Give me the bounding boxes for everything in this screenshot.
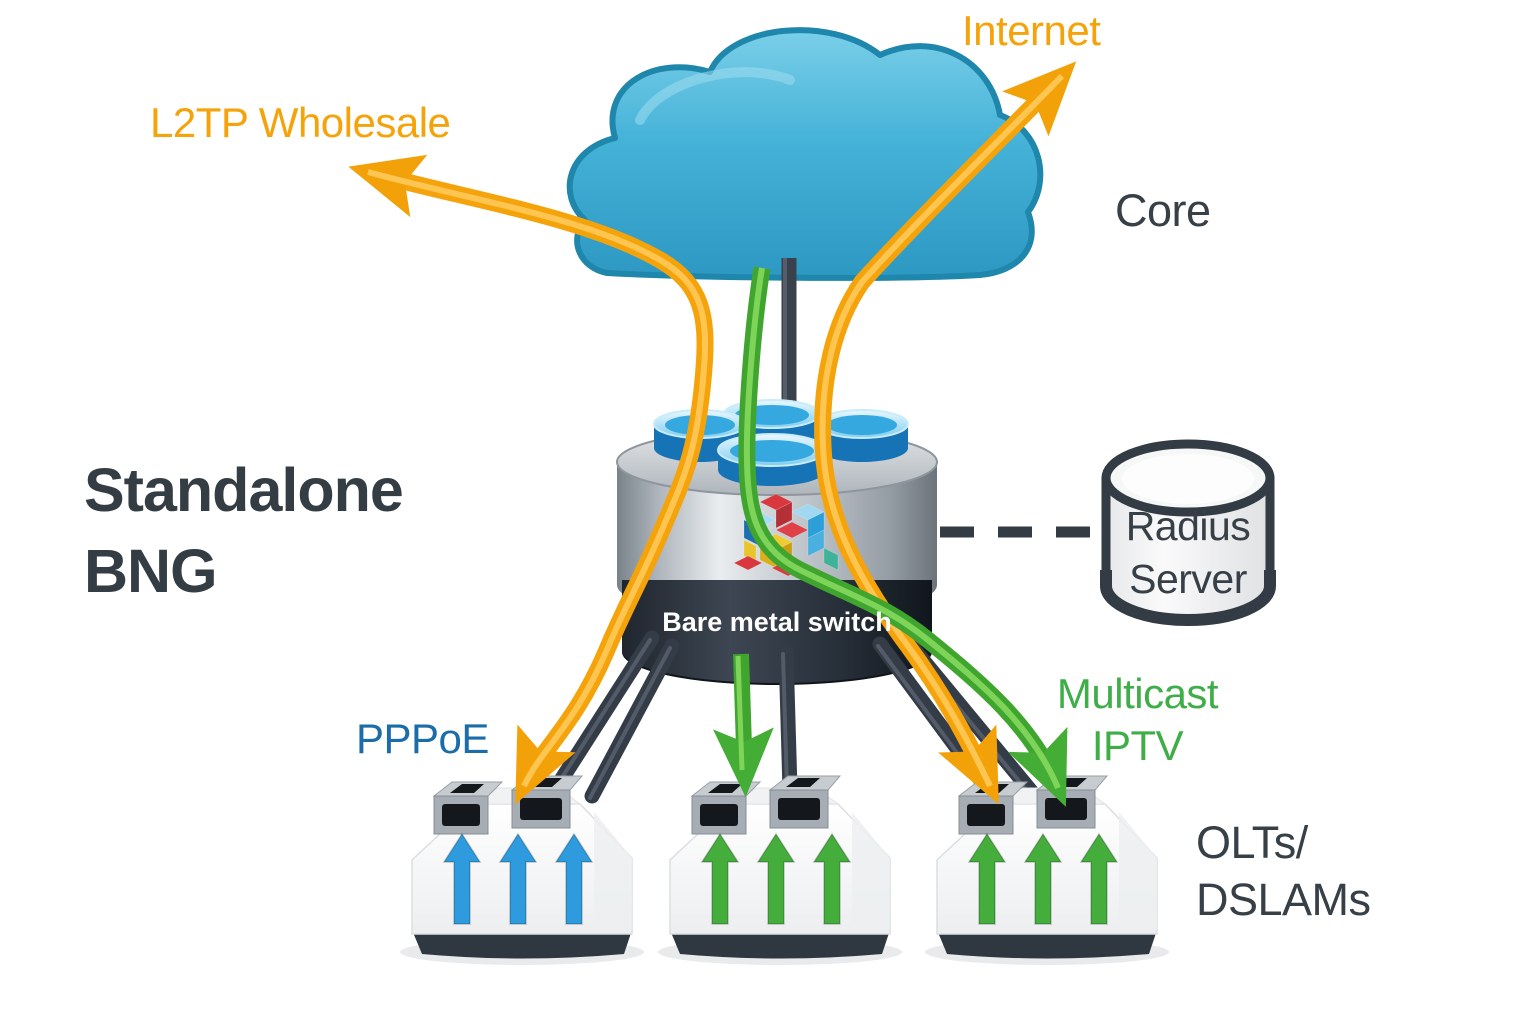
multicast-iptv-cable xyxy=(738,266,1068,807)
l2tp-wholesale-cable xyxy=(348,154,714,805)
diagram-title: Standalone BNG xyxy=(84,450,404,612)
access-node-box-middle xyxy=(657,775,903,966)
multicast-iptv-label-line1: Multicast xyxy=(1056,670,1219,717)
radius-server-cylinder-icon xyxy=(1100,439,1276,626)
radius-server-label-line1: Radius xyxy=(1125,503,1251,549)
olts-dslams-label-line2: DSLAMs xyxy=(1196,874,1371,925)
l2tp-wholesale-label: L2TP Wholesale xyxy=(150,99,451,146)
multicast-iptv-label-line2: IPTV xyxy=(1091,722,1184,769)
diagram-title-line2: BNG xyxy=(84,537,218,605)
core-label: Core xyxy=(1115,185,1211,236)
multicast-iptv-arrow-middle xyxy=(713,653,774,798)
pppoe-label: PPPoE xyxy=(356,715,489,762)
internet-label: Internet xyxy=(962,7,1101,54)
radius-server-label: Radius Server xyxy=(1106,500,1270,606)
olts-dslams-label: OLTs/ DSLAMs xyxy=(1196,814,1371,928)
internet-cable xyxy=(814,61,1077,805)
radius-server-label-line2: Server xyxy=(1129,556,1247,602)
olts-dslams-label-line1: OLTs/ xyxy=(1196,817,1308,868)
bare-metal-switch-label: Bare metal switch xyxy=(662,607,892,637)
diagram-title-line1: Standalone xyxy=(84,456,404,524)
multicast-iptv-label: Multicast IPTV xyxy=(1035,668,1240,772)
access-node-box-right xyxy=(924,775,1170,966)
access-node-box-left xyxy=(399,775,645,966)
